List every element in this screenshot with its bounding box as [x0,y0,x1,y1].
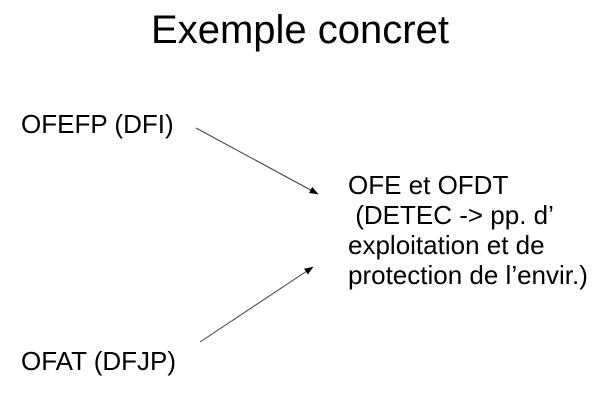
slide-title: Exemple concret [151,8,449,52]
node-result-line: protection de l’envir.) [348,260,588,290]
node-result-line: exploitation et de [348,230,545,260]
arrow-ofefp-to-result [195,127,319,195]
node-ofat-label: OFAT (DFJP) [21,346,177,376]
node-ofefp-label: OFEFP (DFI) [21,109,174,139]
node-result-label: OFE et OFDT (DETEC -> pp. d’ exploitatio… [348,170,588,290]
arrow-ofat-to-result [199,266,314,343]
node-result-line: OFE et OFDT [348,170,509,200]
node-result-line: (DETEC -> pp. d’ [348,200,554,230]
